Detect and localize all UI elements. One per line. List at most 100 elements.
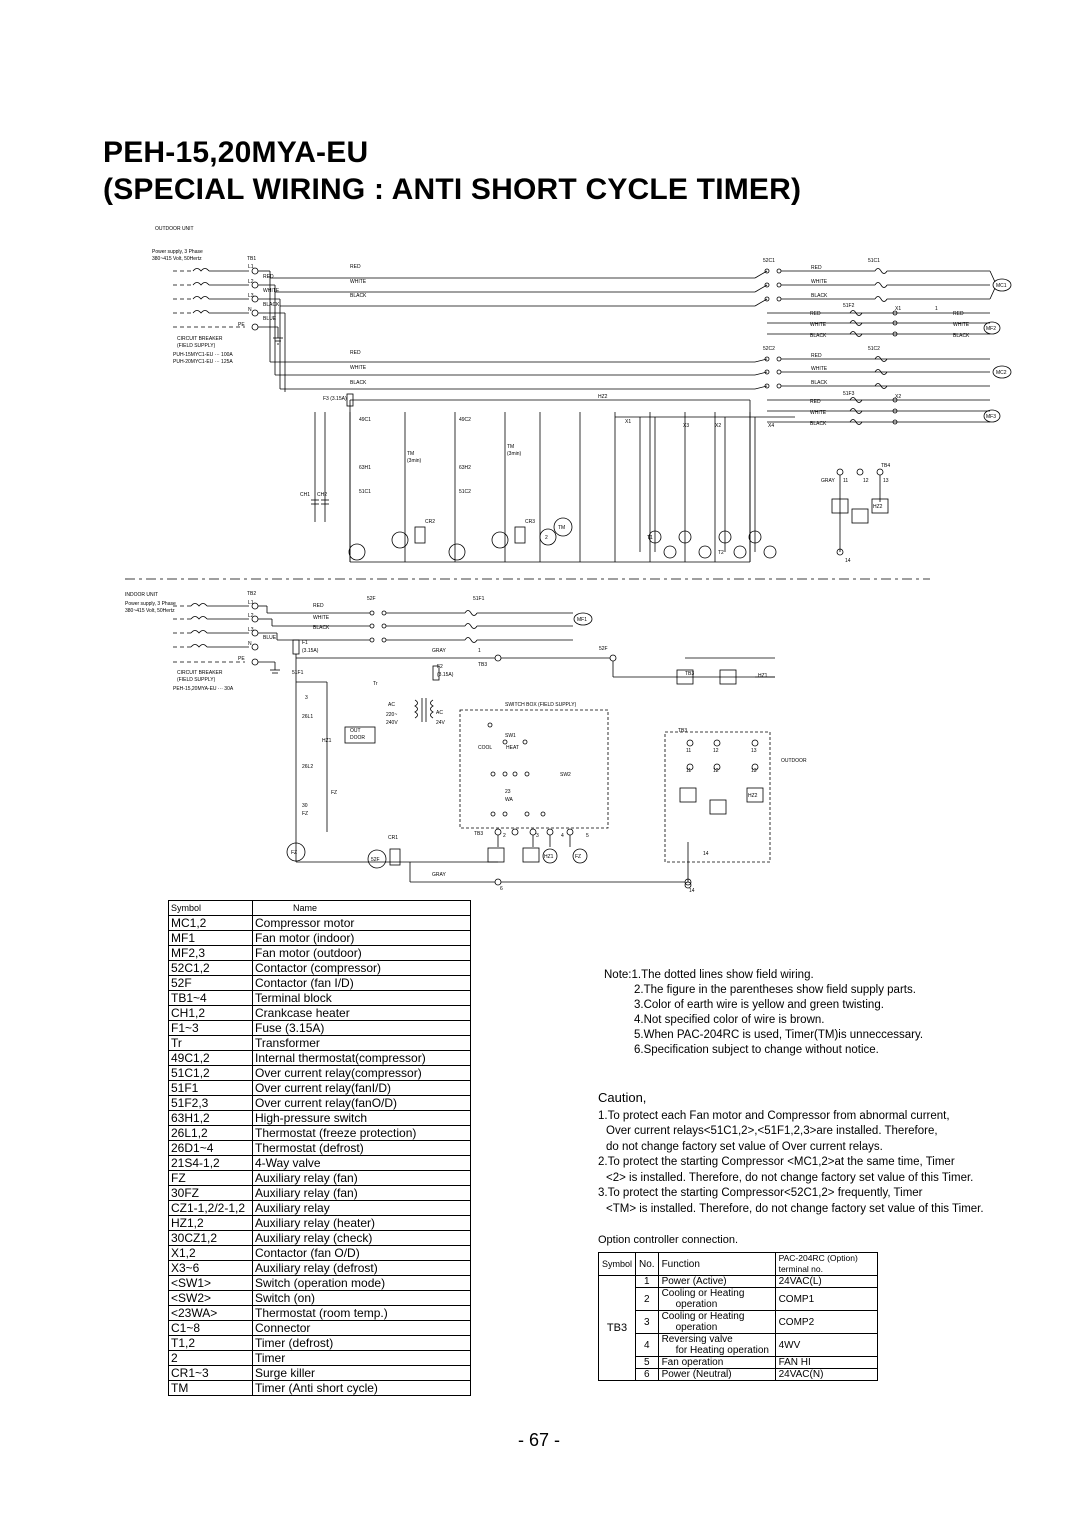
name-cell: Internal thermostat(compressor) <box>252 1050 471 1066</box>
tb2-pe: PE <box>238 656 245 662</box>
note-line: 4.Not specified color of wire is brown. <box>634 1014 825 1026</box>
contactor-52c2 <box>754 356 1012 390</box>
name-cell: Fan motor (outdoor) <box>252 945 471 961</box>
label-cr3: CR3 <box>525 519 535 525</box>
label-mc1: MC1 <box>996 283 1007 289</box>
label-hz2-right: HZ2 <box>748 793 758 799</box>
wire-black-1: BLACK <box>350 293 367 299</box>
name-cell: Over current relay(fanI/D) <box>252 1080 471 1096</box>
option-function-text-2: operation <box>675 1299 718 1310</box>
option-function-text-2: operation <box>675 1322 718 1333</box>
label-49c2: 49C2 <box>459 417 471 423</box>
name-cell: Switch (on) <box>252 1290 471 1306</box>
label-mc2: MC2 <box>996 370 1007 376</box>
label-51c2-ctrl: 51C2 <box>459 489 471 495</box>
wire-gray-indoor: GRAY <box>432 648 446 654</box>
label-51c1-ctrl: 51C1 <box>359 489 371 495</box>
symbol-cell: 21S4-1,2 <box>168 1155 253 1171</box>
cb-outdoor-15: PUH-15MYC1-EU ··· 100A <box>173 352 233 358</box>
label-f2: F2 <box>437 664 443 670</box>
tb2-l2: L2 <box>248 613 254 619</box>
label-out: OUT <box>350 728 361 734</box>
label-heat: HEAT <box>506 745 519 751</box>
option-no-cell: 3 <box>635 1310 659 1334</box>
outdoor-power-lines <box>258 270 755 392</box>
tb3-label-right: TB3 <box>678 728 687 734</box>
tb3-3: 3 <box>536 833 539 839</box>
symbol-cell: CZ1-1,2/2-1,2 <box>168 1200 253 1216</box>
tb2-l3: L3 <box>248 627 254 633</box>
symbol-cell: 49C1,2 <box>168 1050 253 1066</box>
indoor-control-wiring <box>292 639 775 886</box>
tb3-2: 2 <box>503 833 506 839</box>
name-cell: Crankcase heater <box>252 1005 471 1021</box>
wire-white-mf1: WHITE <box>313 615 330 621</box>
symbol-cell: <SW1> <box>168 1275 253 1291</box>
opt-header-option-2: terminal no. <box>778 1264 823 1274</box>
tb1-l2: L2 <box>248 279 254 285</box>
label-ch2: CH2 <box>317 492 327 498</box>
label-t1: T1 <box>647 535 653 541</box>
label-x2-top: X2 <box>895 394 901 400</box>
label-30fz-2: FZ <box>302 811 308 817</box>
label-ac-1: AC <box>388 702 395 708</box>
cb-indoor-rating: PEH-15,20MYA-EU ··· 30A <box>173 686 234 692</box>
tb4-11: 11 <box>843 478 848 484</box>
option-function-text: Power (Active) <box>661 1276 727 1287</box>
option-function-cell: Fan operation <box>657 1356 776 1369</box>
symbol-cell: FZ <box>168 1170 253 1186</box>
option-no-cell: 4 <box>635 1333 659 1357</box>
motor-mc1 <box>989 270 1012 300</box>
label-52f: 52F <box>367 596 376 602</box>
wire-black-mc1: BLACK <box>811 293 828 299</box>
label-door: DOOR <box>350 735 365 741</box>
symbol-cell: TB1~4 <box>168 990 253 1006</box>
name-cell: Auxiliary relay (fan) <box>252 1170 471 1186</box>
tb4-label: TB4 <box>881 463 890 469</box>
tb4-terminals <box>831 468 889 556</box>
crankcase-heaters <box>311 499 329 505</box>
label-hz2: HZ2 <box>598 394 608 400</box>
tb3-11: 11 <box>686 748 691 754</box>
option-terminal-cell: COMP1 <box>774 1287 878 1311</box>
name-cell: Over current relay(compressor) <box>252 1065 471 1081</box>
wire-blue-tb: BLUE <box>263 316 277 322</box>
wire-white-mf3: WHITE <box>810 410 827 416</box>
symbol-cell: <23WA> <box>168 1305 253 1321</box>
notes-block: Note:1.The dotted lines show field wirin… <box>604 968 923 1058</box>
tb2-n: N <box>248 641 252 647</box>
label-23: 23 <box>505 789 511 795</box>
switchbox-label: SWITCH BOX (FIELD SUPPLY) <box>505 702 577 708</box>
power-supply-indoor-voltage: 380~415 Volt, 50Hertz <box>125 608 175 614</box>
tb2-l1: L1 <box>248 600 254 606</box>
opt-header-no: No. <box>635 1252 659 1276</box>
label-tm-1-time: (3min) <box>407 458 422 464</box>
symbol-cell: CR1~3 <box>168 1365 253 1381</box>
option-no-cell: 2 <box>635 1287 659 1311</box>
wire-white-2: WHITE <box>350 365 367 371</box>
label-cool: COOL <box>478 745 492 751</box>
outdoor-relay-coils <box>348 517 573 561</box>
earth-symbol-outdoor <box>258 326 283 345</box>
wire-white-mf2: WHITE <box>810 322 827 328</box>
label-cz-1: TB3 <box>685 671 694 677</box>
outdoor-defrost-circuit <box>615 416 795 559</box>
label-x2: X2 <box>715 423 721 429</box>
switch-box <box>459 709 609 829</box>
symbol-cell: C1~8 <box>168 1320 253 1336</box>
wire-black-2: BLACK <box>350 380 367 386</box>
wire-black-mf1: BLACK <box>313 625 330 631</box>
label-tm-coil: TM <box>558 525 565 531</box>
